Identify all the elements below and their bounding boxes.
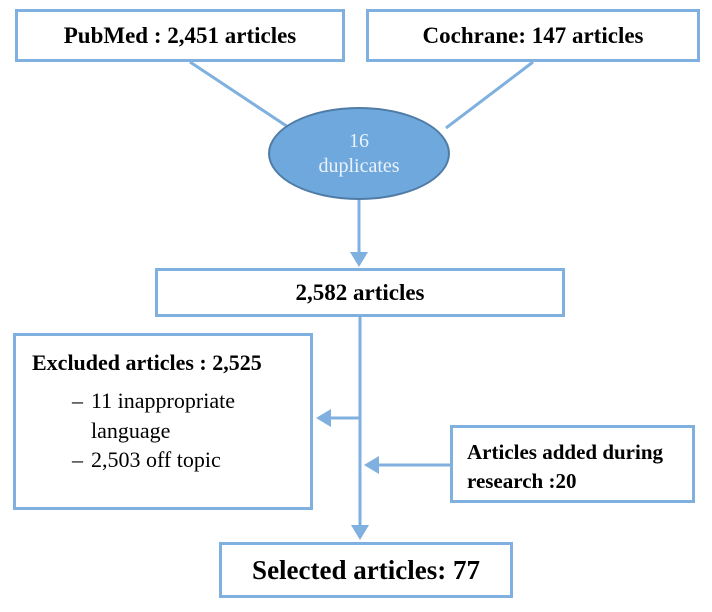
duplicates-ellipse: 16 duplicates bbox=[268, 107, 450, 200]
cochrane-box: Cochrane: 147 articles bbox=[366, 9, 700, 62]
pubmed-label: PubMed : 2,451 articles bbox=[63, 22, 297, 48]
added-articles-box: Articles added during research :20 bbox=[450, 425, 695, 503]
excluded-reason-item: – 2,503 off topic bbox=[72, 445, 300, 475]
excluded-reason-language: 11 inappropriate language bbox=[91, 388, 235, 443]
cochrane-label: Cochrane: 147 articles bbox=[422, 22, 644, 48]
duplicates-count: 16 bbox=[349, 129, 369, 152]
arrowhead-left-excluded bbox=[316, 409, 331, 427]
excluded-reason-item: – 11 inappropriate language bbox=[72, 386, 300, 445]
arrowhead-down-selected bbox=[351, 525, 369, 540]
list-dash: – bbox=[72, 388, 83, 413]
selected-label: Selected articles: 77 bbox=[252, 554, 480, 585]
excluded-reason-list: – 11 inappropriate language – 2,503 off … bbox=[72, 386, 300, 475]
pubmed-box: PubMed : 2,451 articles bbox=[15, 9, 345, 62]
selected-articles-box: Selected articles: 77 bbox=[219, 542, 513, 598]
combined-articles-box: 2,582 articles bbox=[155, 268, 565, 317]
edge-cochrane-to-duplicates bbox=[445, 60, 534, 130]
arrowhead-down-combined bbox=[350, 252, 368, 267]
list-dash: – bbox=[72, 447, 83, 473]
excluded-title: Excluded articles : 2,525 bbox=[32, 350, 262, 375]
duplicates-word: duplicates bbox=[318, 154, 400, 177]
excluded-reason-offtopic: 2,503 off topic bbox=[91, 447, 221, 473]
added-label-line2: research :20 bbox=[467, 469, 577, 494]
excluded-articles-box: Excluded articles : 2,525 – 11 inappropr… bbox=[13, 333, 313, 510]
added-label-line1: Articles added during bbox=[467, 440, 664, 464]
combined-label: 2,582 articles bbox=[295, 279, 425, 305]
arrowhead-left-trunk bbox=[364, 456, 379, 474]
edge-pubmed-to-duplicates bbox=[189, 60, 289, 129]
